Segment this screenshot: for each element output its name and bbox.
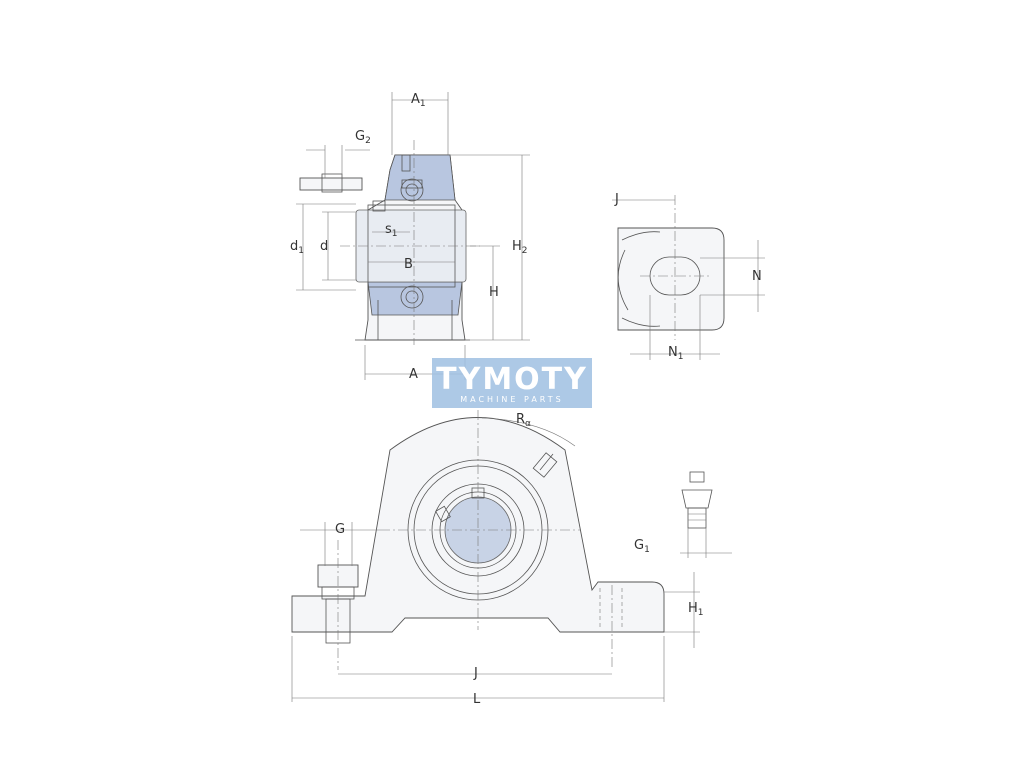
label-s1: s1 (385, 222, 398, 239)
watermark-subtitle: MACHINE PARTS (460, 395, 564, 404)
label-B: B (404, 257, 413, 272)
front-view-dimensions (291, 522, 700, 702)
label-H: H (489, 285, 499, 300)
label-H1: H1 (688, 601, 704, 618)
foot-top-view (612, 195, 765, 360)
label-G2: G2 (355, 129, 371, 146)
label-G1: G1 (634, 538, 650, 555)
label-J-top: J (614, 192, 619, 207)
label-A: A (409, 367, 418, 382)
label-G: G (335, 522, 345, 537)
label-H2: H2 (512, 239, 528, 256)
label-A1: A1 (411, 92, 426, 109)
watermark-title: TYMOTY (436, 362, 588, 397)
side-view-dimensions (296, 92, 530, 380)
grease-nipple-detail (680, 471, 732, 558)
side-section-view (299, 140, 480, 345)
label-J: J (473, 666, 478, 681)
label-d1: d1 (290, 239, 304, 256)
front-view (291, 410, 665, 670)
label-N: N (752, 269, 762, 284)
label-L: L (473, 692, 481, 707)
label-d: d (320, 239, 328, 254)
watermark-logo: TYMOTY MACHINE PARTS (432, 358, 592, 408)
label-N1: N1 (668, 345, 683, 362)
label-Ra: Rα (516, 412, 531, 429)
dimension-labels: A1 G2 s1 d1 d B H2 H A J N N1 Rα G G1 H1… (290, 92, 762, 707)
